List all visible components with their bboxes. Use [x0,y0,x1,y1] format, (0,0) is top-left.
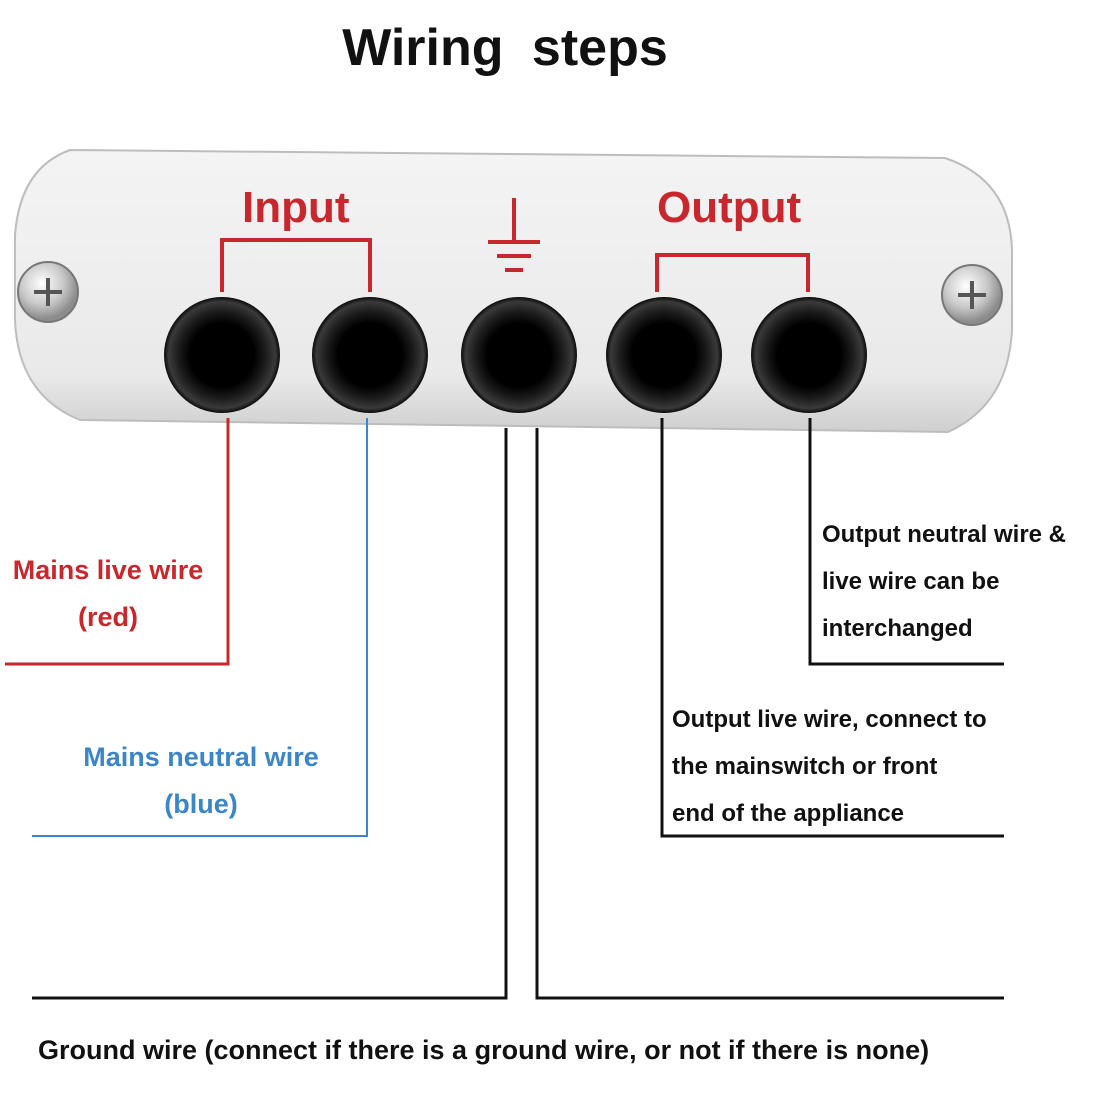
mains-live-line1: Mains live wire [12,555,204,585]
output-neutral-wire [808,418,1004,666]
output-live-wire [660,418,1004,838]
output-live-label: Output live wire, connect to the mainswi… [672,696,987,837]
output-live-line1: Output live wire, connect to [672,706,987,733]
output-label: Output [657,183,802,232]
output-neutral-label: Output neutral wire & live wire can be i… [822,511,1066,652]
mains-live-line2: (red) [78,602,138,632]
output-neutral-line2: live wire can be [822,568,1000,595]
output-live-line3: end of the appliance [672,800,905,827]
page-title: Wiring steps [342,19,668,77]
input-bracket [220,238,372,292]
output-neutral-line1: Output neutral wire & [822,521,1067,548]
output-bracket [655,253,810,292]
ground-wire-left [32,428,508,1000]
input-label: Input [242,183,350,232]
ground-wire-label: Ground wire (connect if there is a groun… [38,1035,930,1065]
mains-live-label: Mains live wire (red) [0,555,216,633]
output-live-line2: the mainswitch or front [672,753,938,780]
right-screw-icon [941,264,1003,326]
left-screw-icon [17,261,79,323]
mains-neutral-wire [32,418,368,837]
mains-neutral-label: Mains neutral wire (blue) [65,742,337,820]
mains-neutral-line2: (blue) [164,789,238,819]
terminal-hole-input-neutral [312,297,428,413]
ground-symbol-icon [488,198,540,272]
ground-wire-right [535,428,1004,1000]
terminal-hole-input-live [164,297,280,413]
mains-live-wire [5,418,230,666]
mains-neutral-line1: Mains neutral wire [83,742,319,772]
output-neutral-line3: interchanged [822,615,973,642]
terminal-hole-output-neutral [751,297,867,413]
terminal-hole-output-live [606,297,722,413]
terminal-hole-ground [461,297,577,413]
